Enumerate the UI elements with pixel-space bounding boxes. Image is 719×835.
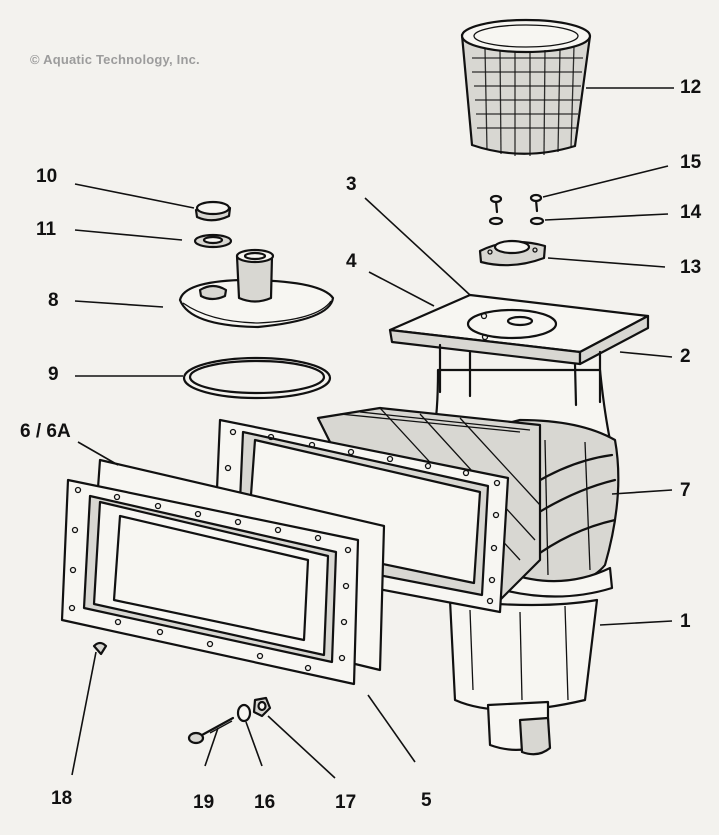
callout-8: 8 bbox=[48, 290, 59, 311]
callout-7: 7 bbox=[680, 480, 691, 501]
part-washers-14 bbox=[488, 216, 545, 226]
callout-14: 14 bbox=[680, 202, 702, 223]
callout-6-6a: 6 / 6A bbox=[20, 421, 71, 442]
callout-4: 4 bbox=[346, 251, 357, 272]
callout-3: 3 bbox=[346, 174, 357, 195]
part-washer bbox=[236, 703, 252, 723]
part-bolt bbox=[187, 716, 235, 745]
callout-17: 17 bbox=[335, 792, 357, 813]
part-lid-adapter bbox=[178, 248, 335, 329]
callout-12: 12 bbox=[680, 77, 702, 98]
part-faceplate-front bbox=[60, 458, 386, 686]
leader-lines bbox=[71, 87, 674, 779]
part-screws-15 bbox=[489, 193, 543, 214]
callout-1: 1 bbox=[680, 611, 691, 632]
callout-9: 9 bbox=[48, 364, 59, 385]
callout-10: 10 bbox=[36, 166, 58, 187]
part-basket bbox=[460, 18, 592, 156]
part-cap bbox=[194, 200, 232, 222]
callout-15: 15 bbox=[680, 152, 702, 173]
part-pin bbox=[92, 641, 108, 656]
callout-5: 5 bbox=[421, 790, 432, 811]
part-bracket bbox=[478, 239, 547, 267]
callout-11: 11 bbox=[36, 219, 57, 240]
part-ring bbox=[193, 233, 233, 249]
callout-2: 2 bbox=[680, 346, 691, 367]
part-gasket bbox=[182, 356, 332, 400]
callout-16: 16 bbox=[254, 792, 276, 813]
callout-13: 13 bbox=[680, 257, 702, 278]
part-nut bbox=[252, 696, 272, 718]
part-deck-collar bbox=[388, 293, 650, 407]
copyright-notice: © Aquatic Technology, Inc. bbox=[30, 52, 200, 67]
callout-19: 19 bbox=[193, 792, 215, 813]
callout-18: 18 bbox=[51, 788, 73, 809]
